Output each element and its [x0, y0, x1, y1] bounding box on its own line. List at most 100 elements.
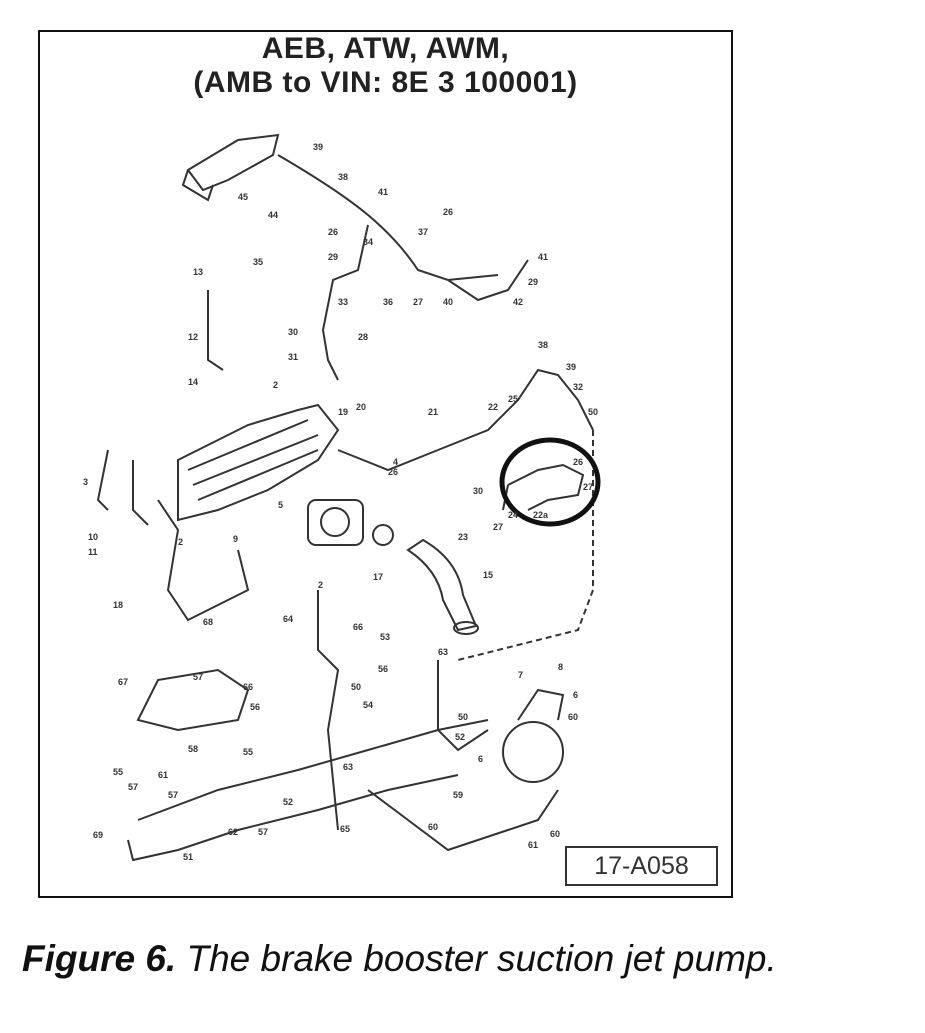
- figure-label: Figure 6.: [22, 938, 177, 979]
- callout: 44: [268, 210, 278, 220]
- callout: 5: [278, 500, 283, 510]
- callout: 36: [383, 297, 393, 307]
- callout: 37: [418, 227, 428, 237]
- callout: 57: [193, 672, 203, 682]
- diagram-title-line1: AEB, ATW, AWM,: [261, 32, 510, 65]
- callout: 19: [338, 407, 348, 417]
- callout: 38: [338, 172, 348, 182]
- intake-boot: [406, 538, 478, 632]
- callout: 31: [288, 352, 298, 362]
- figure-caption: Figure 6. The brake booster suction jet …: [22, 938, 777, 980]
- air-duct: [186, 133, 280, 192]
- callout: 27: [413, 297, 423, 307]
- callout: 3: [83, 477, 88, 487]
- callout: 8: [558, 662, 563, 672]
- callout: 30: [288, 327, 298, 337]
- callout: 57: [258, 827, 268, 837]
- lower-hose-left: [136, 668, 250, 732]
- callout: 21: [428, 407, 438, 417]
- callout: 63: [438, 647, 448, 657]
- callout: 26: [443, 207, 453, 217]
- callout: 40: [443, 297, 453, 307]
- vacuum-hose-top: [277, 154, 499, 282]
- callout: 14: [188, 377, 198, 387]
- callout: 60: [550, 829, 560, 839]
- callout: 24: [508, 510, 518, 520]
- lower-pipe: [137, 719, 489, 821]
- jet-pump: [507, 463, 585, 511]
- vacuum-pipe-right: [337, 368, 594, 472]
- callout: 42: [513, 297, 523, 307]
- callout: 45: [238, 192, 248, 202]
- hose-right: [447, 259, 529, 302]
- callout: 41: [538, 252, 548, 262]
- callout: 27: [493, 522, 503, 532]
- callout: 54: [363, 700, 373, 710]
- callout: 55: [243, 747, 253, 757]
- callout: 10: [88, 532, 98, 542]
- callout: 26: [388, 467, 398, 477]
- callout: 65: [340, 824, 350, 834]
- callout: 29: [328, 252, 338, 262]
- diagram-frame: AEB, ATW, AWM, (AMB to VIN: 8E 3 100001): [38, 30, 733, 898]
- callout: 53: [380, 632, 390, 642]
- callout: 55: [113, 767, 123, 777]
- callout: 59: [453, 790, 463, 800]
- callout: 68: [203, 617, 213, 627]
- callout: 52: [455, 732, 465, 742]
- brake-booster: [502, 721, 564, 783]
- callout: 23: [458, 532, 468, 542]
- callout: 64: [283, 614, 293, 624]
- callout: 26: [573, 457, 583, 467]
- callout: 61: [158, 770, 168, 780]
- callout: 41: [378, 187, 388, 197]
- callout: 2: [178, 537, 183, 547]
- air-duct-nozzle: [181, 169, 214, 202]
- vacuum-hose-branch: [321, 224, 369, 381]
- callout: 61: [528, 840, 538, 850]
- callout: 30: [473, 486, 483, 496]
- callout: 9: [233, 534, 238, 544]
- callout: 34: [363, 237, 373, 247]
- callout: 57: [168, 790, 178, 800]
- callout: 50: [458, 712, 468, 722]
- callout: 18: [113, 600, 123, 610]
- callout: 69: [93, 830, 103, 840]
- callout: 7: [518, 670, 523, 680]
- callout: 50: [351, 682, 361, 692]
- callout: 15: [483, 570, 493, 580]
- callout: 51: [183, 852, 193, 862]
- diagram-title-line2: (AMB to VIN: 8E 3 100001): [193, 66, 578, 99]
- callout: 26: [328, 227, 338, 237]
- callout: 32: [573, 382, 583, 392]
- callout: 2: [318, 580, 323, 590]
- callout: 52: [283, 797, 293, 807]
- callout: 11: [88, 547, 98, 557]
- callout: 60: [428, 822, 438, 832]
- callout: 66: [243, 682, 253, 692]
- callout: 60: [568, 712, 578, 722]
- callout: 39: [313, 142, 323, 152]
- reference-code-box: 17-A058: [565, 846, 718, 886]
- intake-manifold: [177, 403, 340, 522]
- callout: 20: [356, 402, 366, 412]
- callout: 6: [478, 754, 483, 764]
- callout: 57: [128, 782, 138, 792]
- callout: 66: [353, 622, 363, 632]
- callout: 58: [188, 744, 198, 754]
- throttle-body: [307, 499, 364, 546]
- callout: 22a: [533, 510, 549, 520]
- manifold-runners: [157, 499, 250, 622]
- callout: 12: [188, 332, 198, 342]
- callout: 56: [250, 702, 260, 712]
- callout: 4: [393, 457, 398, 467]
- callout: 33: [338, 297, 348, 307]
- callout: 35: [253, 257, 263, 267]
- callout: 63: [343, 762, 353, 772]
- callout: 22: [488, 402, 498, 412]
- fuel-rail-left: [132, 460, 149, 526]
- callout: 39: [566, 362, 576, 372]
- callout: 28: [358, 332, 368, 342]
- callout: 25: [508, 394, 518, 404]
- callout: 13: [193, 267, 203, 277]
